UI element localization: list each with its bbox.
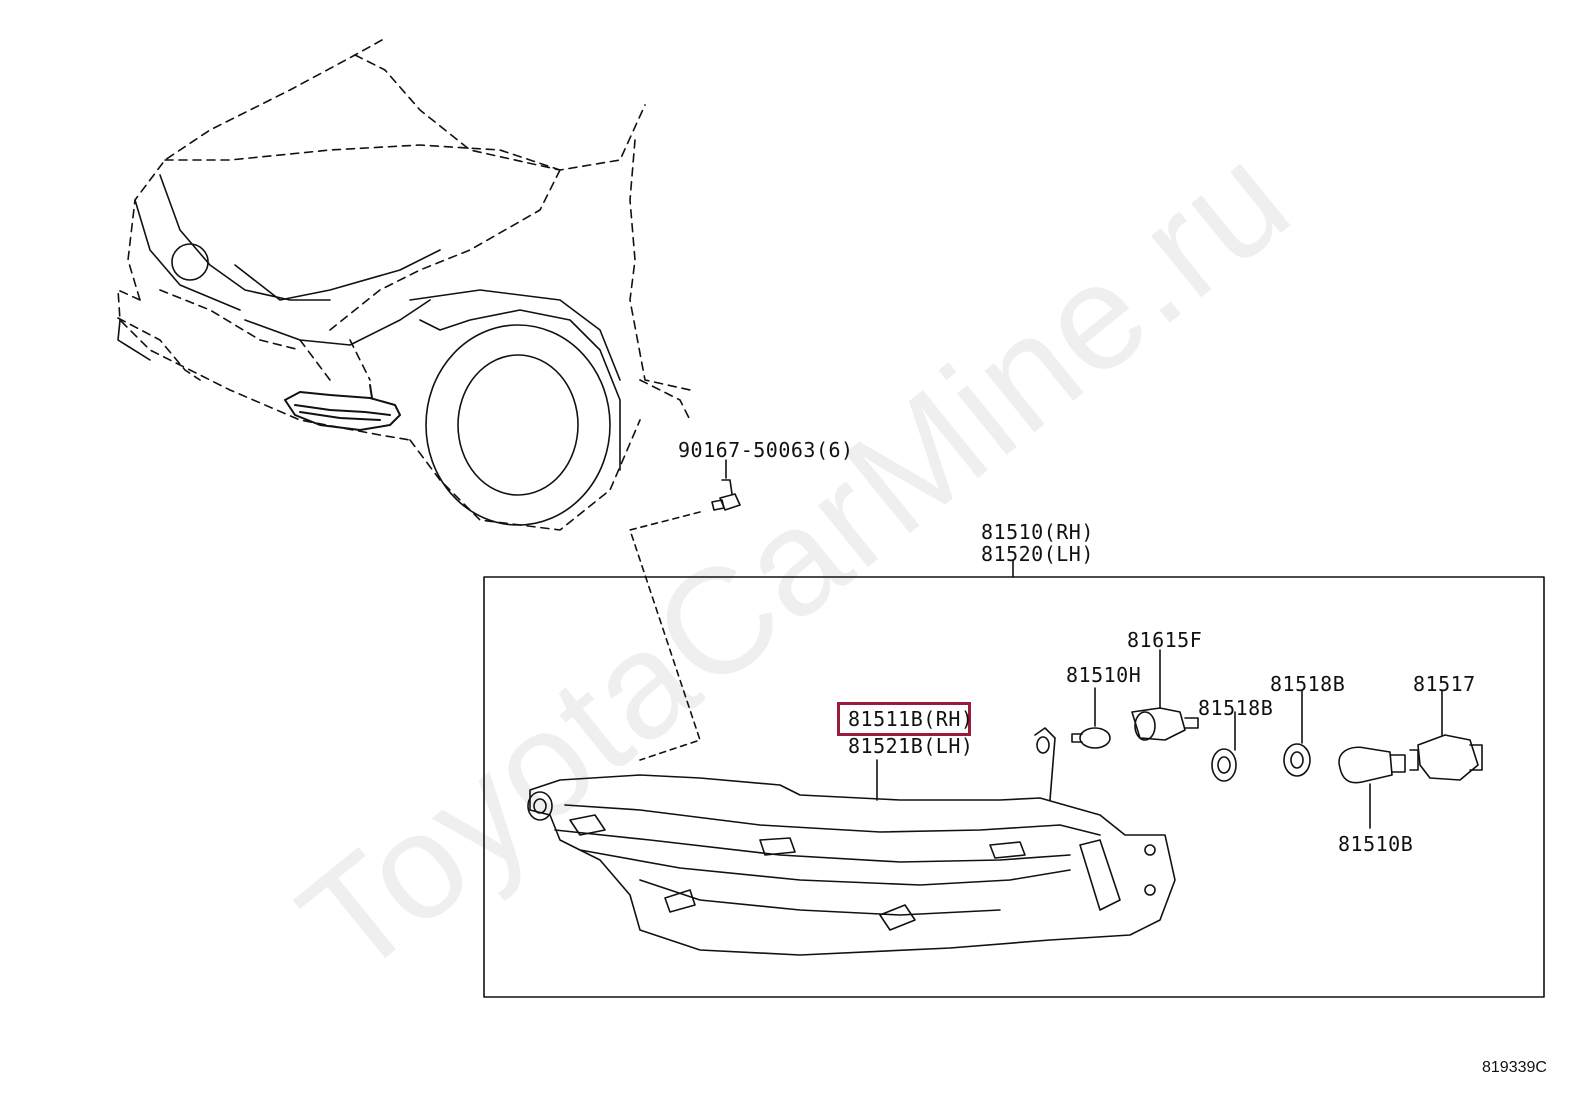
highlight-box <box>837 702 971 736</box>
bulb-81510b <box>1338 746 1406 784</box>
label-grommet-1: 81518B <box>1198 696 1274 720</box>
diagram-id: 819339C <box>1482 1059 1547 1076</box>
label-assembly-lh: 81520(LH) <box>981 542 1094 566</box>
label-bulb-81510h: 81510H <box>1066 663 1142 687</box>
label-bulb-81510b: 81510B <box>1338 832 1414 856</box>
bolt-leader-line <box>629 511 701 761</box>
socket-81615f <box>1131 707 1199 741</box>
assembly-frame <box>483 576 1545 998</box>
label-bolt: 90167-50063(6) <box>678 438 854 462</box>
grommet-2 <box>1283 743 1311 777</box>
label-grommet-2: 81518B <box>1270 672 1346 696</box>
label-socket-81517: 81517 <box>1413 672 1476 696</box>
label-lens-rh[interactable]: 81511B(RH) <box>848 707 974 731</box>
grommet-1 <box>1211 748 1237 782</box>
car-front-illustration <box>117 39 691 531</box>
car-lamp-location <box>284 384 401 431</box>
fog-lamp-housing <box>527 727 1176 956</box>
bolt-illustration <box>711 479 741 511</box>
car-details <box>117 174 621 526</box>
label-assembly-rh: 81510(RH) <box>981 520 1094 544</box>
socket-81517 <box>1409 734 1483 781</box>
bulb-81510h <box>1071 727 1111 749</box>
label-socket-81615f: 81615F <box>1127 628 1203 652</box>
label-lens-lh: 81521B(LH) <box>848 734 974 758</box>
